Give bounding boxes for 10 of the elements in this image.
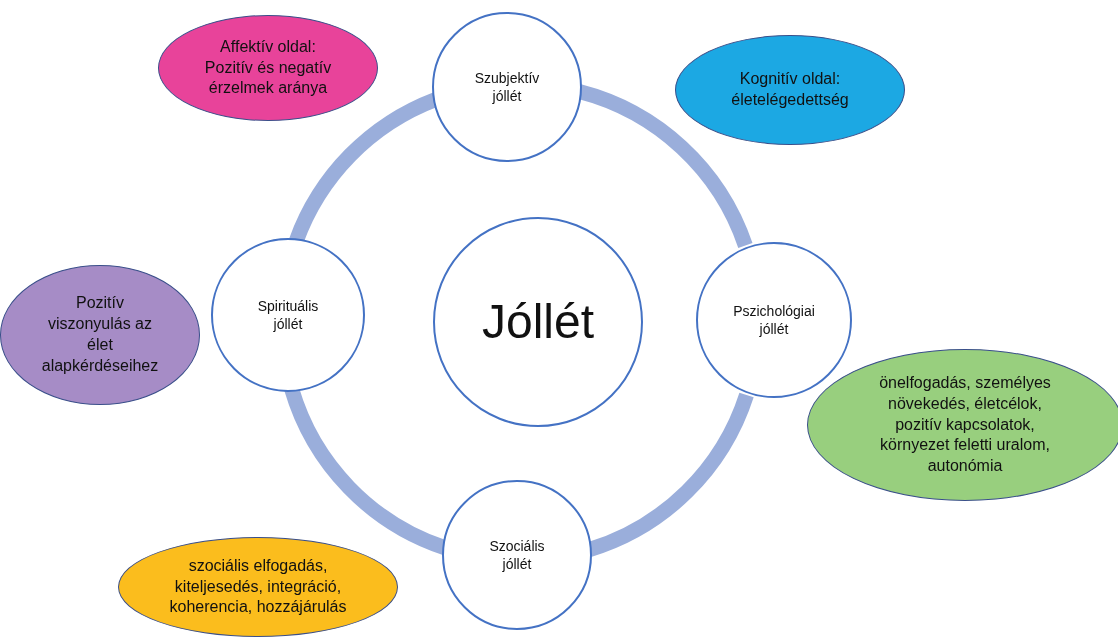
node-label: Kognitív oldal: életelégedettség xyxy=(730,69,850,110)
node-label: Pozitív viszonyulás az élet alapkérdéseihez xyxy=(40,293,160,376)
node-label: Pszichológiai jóllét xyxy=(732,301,816,339)
node-label: Spirituális jóllét xyxy=(256,296,320,334)
node-label: önelfogadás, személyes növekedés, életcélok, pozitív kapcsolatok, környezet feletti uralom, autonómia xyxy=(878,373,1052,477)
node-label: szociális elfogadás, kiteljesedés, integráció, koherencia, hozzájárulás xyxy=(168,555,348,618)
node-label: Szubjektív jóllét xyxy=(473,68,541,106)
node-label: Jóllét xyxy=(481,293,595,350)
node-label: Affektív oldal: Pozitív és negatív érzelmek aránya xyxy=(203,36,333,99)
node-label: Szociális jóllét xyxy=(488,536,546,574)
